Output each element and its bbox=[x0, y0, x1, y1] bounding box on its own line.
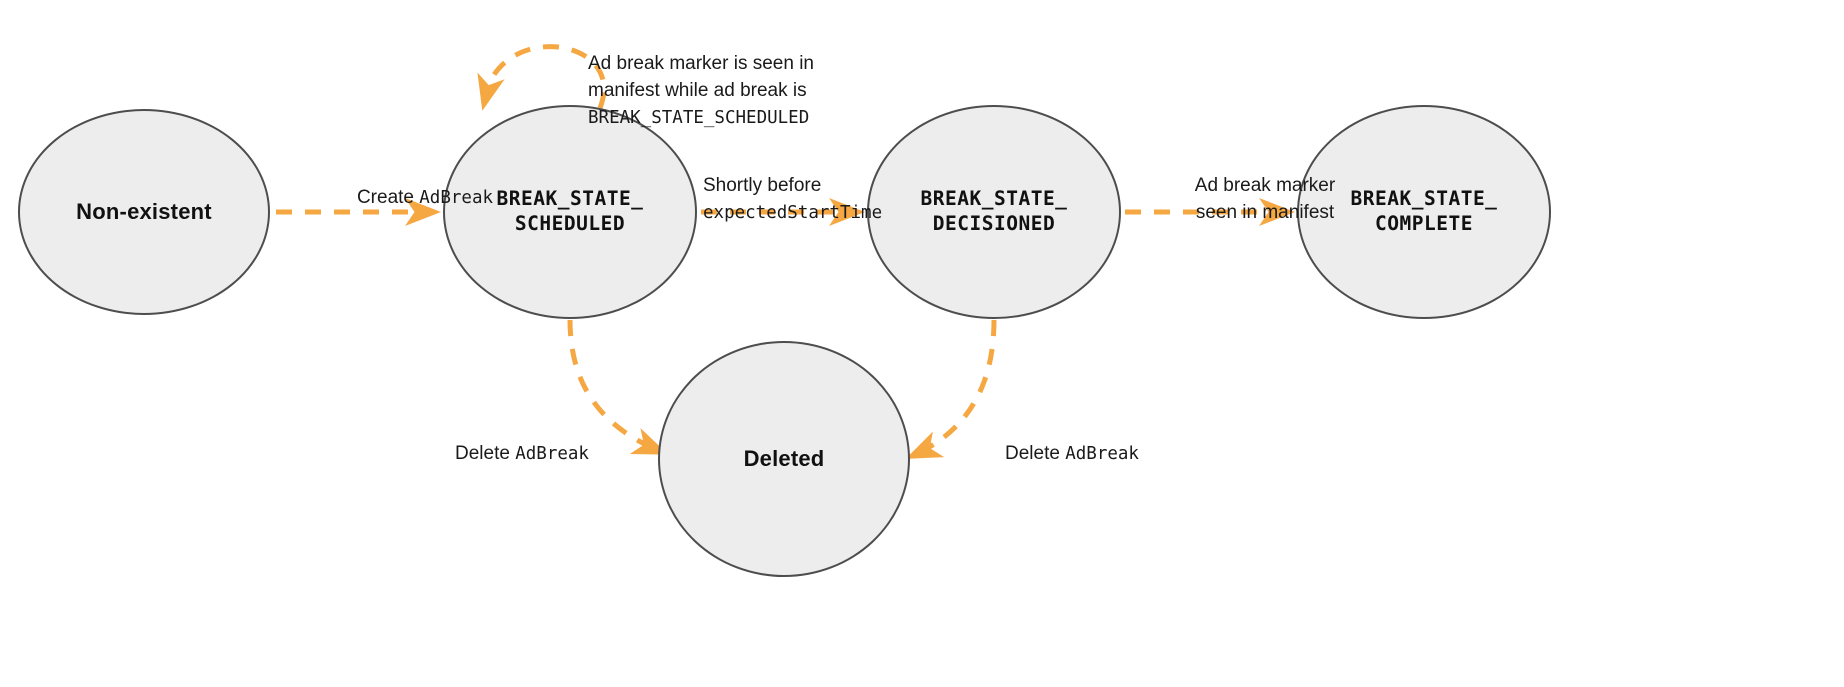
edge-label-scheduled-to-decisioned: Shortly before expectedStartTime bbox=[703, 146, 933, 227]
edge-label-code: expectedStartTime bbox=[703, 202, 883, 223]
edge-label-code: AdBreak bbox=[515, 443, 589, 464]
edge-label-decisioned-to-complete: Ad break marker seen in manifest bbox=[1140, 146, 1390, 227]
state-node-label: Deleted bbox=[743, 445, 825, 471]
edge-decisioned-to-deleted bbox=[905, 319, 997, 459]
edge-label-text: Delete bbox=[455, 442, 516, 464]
state-node-label: BREAK_STATE_ SCHEDULED bbox=[496, 187, 644, 235]
edge-scheduled-to-deleted bbox=[567, 319, 669, 455]
state-node-non-existent[interactable]: Non-existent bbox=[18, 109, 270, 315]
edge-label-code: AdBreak bbox=[419, 187, 494, 208]
edge-label-scheduled-to-deleted: Delete AdBreak bbox=[412, 414, 632, 468]
edge-label-code: AdBreak bbox=[1065, 443, 1139, 464]
edge-label-decisioned-to-deleted: Delete AdBreak bbox=[962, 414, 1182, 468]
state-node-break-state-scheduled[interactable]: BREAK_STATE_ SCHEDULED bbox=[443, 105, 697, 319]
edge-label-code: BREAK_STATE_SCHEDULED bbox=[588, 107, 810, 128]
edge-label-text: Create bbox=[356, 186, 420, 208]
state-node-label: BREAK_STATE_ COMPLETE bbox=[1350, 187, 1498, 235]
edge-label-text: Shortly before bbox=[703, 174, 822, 196]
edge-label-text: Ad break marker is seen in manifest whil… bbox=[588, 52, 814, 101]
edge-label-create-adbreak: Create AdBreak bbox=[300, 158, 550, 212]
edge-label-text: Ad break marker seen in manifest bbox=[1194, 174, 1336, 223]
state-node-break-state-decisioned[interactable]: BREAK_STATE_ DECISIONED bbox=[867, 105, 1121, 319]
state-node-break-state-complete[interactable]: BREAK_STATE_ COMPLETE bbox=[1297, 105, 1551, 319]
edge-label-text: Delete bbox=[1005, 442, 1066, 464]
state-node-deleted[interactable]: Deleted bbox=[658, 341, 910, 577]
state-node-label: Non-existent bbox=[76, 198, 212, 224]
state-node-label: BREAK_STATE_ DECISIONED bbox=[920, 187, 1068, 235]
edge-self-loop-scheduled bbox=[477, 44, 607, 111]
edge-label-self-loop-scheduled: Ad break marker is seen in manifest whil… bbox=[588, 24, 928, 132]
